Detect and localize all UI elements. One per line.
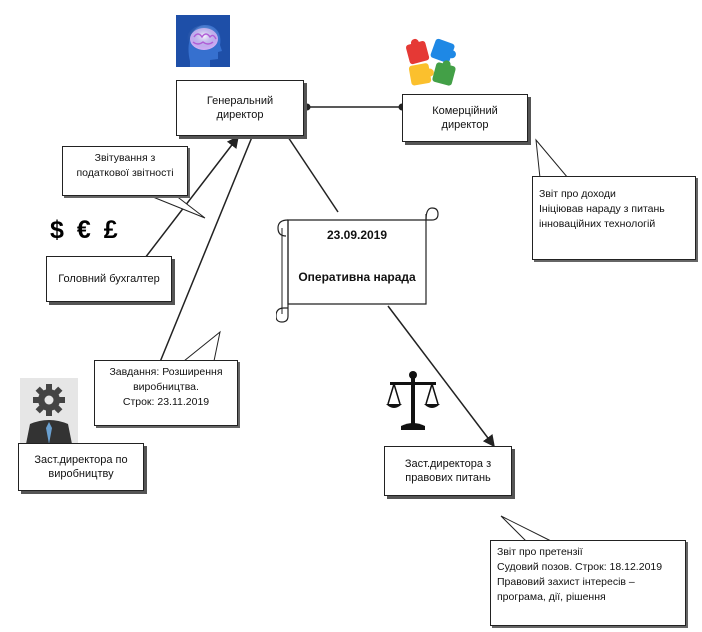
- legal-report-line-3: Правовий захист інтересів –: [497, 576, 635, 588]
- deputy-production-label-2: виробництву: [48, 468, 114, 480]
- chief-accountant-box[interactable]: Головний бухгалтер: [46, 256, 172, 302]
- connector-meeting-legal: [387, 305, 495, 448]
- production-task-line-2: виробництва.: [133, 381, 199, 393]
- deputy-production-box[interactable]: Заст.директора по виробництву: [18, 443, 144, 491]
- general-director-label-2: директор: [216, 109, 264, 121]
- general-director-box[interactable]: Генеральний директор: [176, 80, 304, 136]
- production-task-callout: Завдання: Розширення виробництва. Строк:…: [94, 360, 238, 426]
- revenue-report-line-3: інноваційних технологій: [539, 218, 656, 230]
- tax-report-line-1: Звітування з: [94, 152, 156, 164]
- scales-icon: [386, 370, 440, 434]
- callout-tail-legal: [500, 515, 554, 543]
- production-task-line-3: Строк: 23.11.2019: [122, 396, 210, 408]
- connector-general-meeting: [287, 136, 339, 213]
- connector-dot-left: [303, 103, 311, 111]
- meeting-date: 23.09.2019: [326, 228, 388, 242]
- currency-symbols: $ € £: [50, 216, 121, 244]
- callout-tail-tax: [147, 194, 206, 219]
- legal-report-line-2: Судовий позов. Строк: 18.12.2019: [497, 561, 663, 573]
- meeting-scroll[interactable]: 23.09.2019 Оперативна нарада: [276, 204, 440, 324]
- revenue-report-line-2: Ініціював нараду з питань: [539, 203, 665, 215]
- commercial-director-box[interactable]: Комерційний директор: [402, 94, 528, 142]
- callout-tail-production: [182, 330, 221, 362]
- legal-report-line-1: Звіт про претензії: [497, 546, 583, 558]
- scroll-shape: [276, 207, 439, 323]
- legal-report-callout: Звіт про претензії Судовий позов. Строк:…: [490, 540, 686, 626]
- revenue-report-line-1: Звіт про доходи: [539, 188, 616, 200]
- deputy-legal-box[interactable]: Заст.директора з правових питань: [384, 446, 512, 496]
- legal-report-line-4: програма, дії, рішення: [497, 591, 606, 603]
- general-director-label-1: Генеральний: [206, 95, 274, 107]
- puzzle-cubes-icon: [400, 34, 464, 88]
- tax-report-line-2: податкової звітності: [76, 167, 174, 179]
- gear-person-icon: [20, 378, 78, 444]
- commercial-director-label-1: Комерційний: [432, 105, 498, 117]
- commercial-director-label-2: директор: [441, 119, 489, 131]
- meeting-title: Оперативна нарада: [298, 270, 416, 284]
- connector-general-production: [159, 136, 253, 363]
- brain-head-icon: [176, 15, 230, 67]
- connector-accountant-general: [144, 135, 239, 259]
- tax-report-callout: Звітування з податкової звітності: [62, 146, 188, 196]
- production-task-line-1: Завдання: Розширення: [109, 366, 223, 378]
- deputy-production-label-1: Заст.директора по: [34, 454, 128, 466]
- revenue-report-callout: Звіт про доходи Ініціював нараду з питан…: [532, 176, 696, 260]
- deputy-legal-label-2: правових питань: [405, 472, 491, 484]
- chief-accountant-label: Головний бухгалтер: [58, 273, 160, 285]
- callout-tail-revenue: [535, 138, 570, 179]
- deputy-legal-label-1: Заст.директора з: [404, 458, 492, 470]
